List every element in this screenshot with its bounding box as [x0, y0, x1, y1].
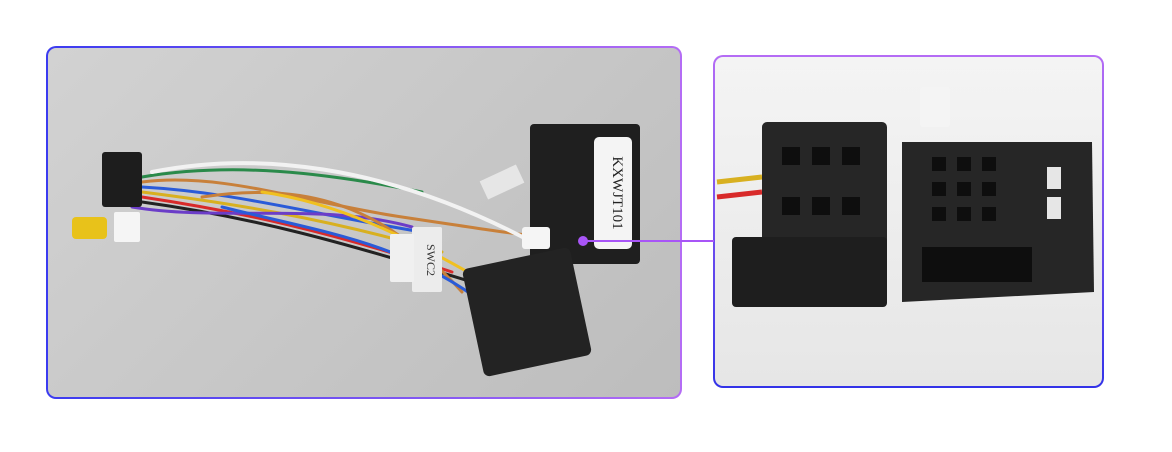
- wiring-harness-illustration: KXWJT101 SWC2: [72, 124, 640, 377]
- connector-closeup-illustration: [716, 87, 1094, 307]
- wire-tag-label: SWC2: [424, 244, 438, 276]
- connector-closeup-panel: [713, 55, 1104, 388]
- module-label: KXWJT101: [609, 156, 625, 229]
- harness-photo-panel: KXWJT101 SWC2: [46, 46, 682, 399]
